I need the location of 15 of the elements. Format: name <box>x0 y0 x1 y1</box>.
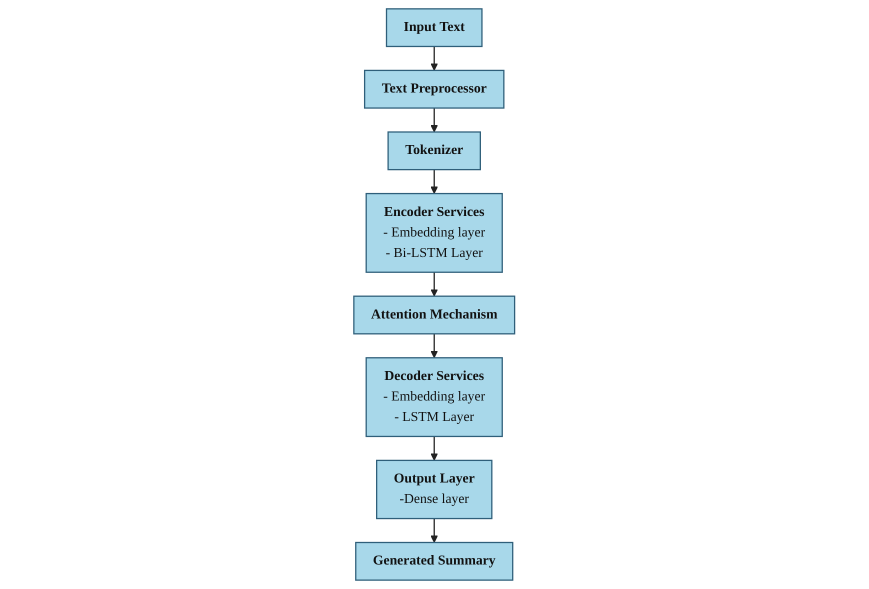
node-box: Attention Mechanism <box>353 296 516 334</box>
arrow <box>430 170 438 194</box>
arrow <box>430 518 438 543</box>
node-box: Output Layer -Dense layer <box>376 460 493 520</box>
node-box: Input Text <box>386 8 483 48</box>
node-box: Text Preprocessor <box>364 70 505 109</box>
arrow <box>430 334 438 358</box>
arrow <box>430 272 438 297</box>
arrow <box>430 108 438 132</box>
node-box: Tokenizer <box>388 131 482 170</box>
node-box: Decoder Services - Embedding layer - LSTM Layer <box>366 357 504 438</box>
node-box: Encoder Services - Embedding layer - Bi-LSTM Layer <box>366 192 504 273</box>
node-box: Generated Summary <box>355 542 514 581</box>
arrow <box>430 46 438 71</box>
arrow <box>430 436 438 461</box>
